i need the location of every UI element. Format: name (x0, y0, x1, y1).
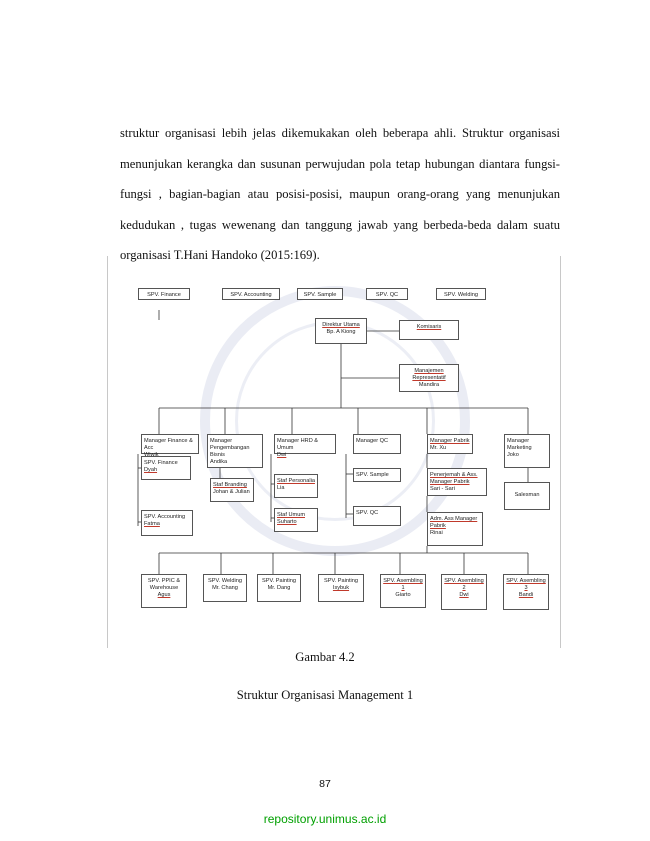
manager-box: Manager Finance & Acc Wiwik (141, 434, 199, 458)
sub-unit-title: SPV. Accounting (144, 514, 186, 520)
komisaris-label: Komisaris (416, 324, 442, 330)
sub-unit-box: SPV. Sample (353, 468, 401, 482)
manager-title: Manager Finance & Acc (144, 438, 193, 451)
management-rep-title: Manajemen Representatif (412, 368, 446, 381)
sub-unit-name: Fatma (144, 521, 160, 527)
sub-unit-name: Johan & Julian (213, 489, 250, 495)
body-paragraph: struktur organisasi lebih jelas dikemuka… (120, 118, 560, 271)
spv-name: Giarto (395, 592, 411, 598)
sub-unit-title: Adm. Ass Manager Pabrik (430, 516, 478, 529)
manager-name: Joko (507, 452, 519, 458)
spv-title: SPV. Asembling 2 (444, 578, 484, 591)
paragraph-line: menunjukan kerangka dan susunan perwujud… (120, 156, 560, 171)
sub-unit-name: Dyah (144, 467, 158, 473)
spv-name: Mr. Chang (212, 585, 238, 591)
paragraph-line: organisasi T.Hani Handoko (2015:169). (120, 248, 320, 263)
partial-box: SPV. QC (366, 288, 408, 300)
bottom-spv-box: SPV. Asembling 2 Dwi (441, 574, 487, 610)
partial-box: SPV. Sample (297, 288, 343, 300)
org-chart-figure: SPV. Finance SPV. Accounting SPV. Sample… (107, 256, 561, 648)
sub-unit-box: SPV. Finance Dyah (141, 456, 191, 480)
manager-box: Manager HRD & Umum Dwi (274, 434, 336, 458)
sub-unit-name: Suharto (277, 519, 297, 525)
manager-name: Wiwik (144, 452, 159, 458)
manager-title: Manager HRD & Umum (277, 438, 319, 451)
sub-unit-title: Staf Umum (277, 512, 305, 518)
manager-box: Manager Pabrik Mr. Xu (427, 434, 473, 454)
sub-unit-name: Rinai (430, 530, 443, 536)
sub-unit-box: SPV. Accounting Fatma (141, 510, 193, 536)
figure-title: Struktur Organisasi Management 1 (236, 688, 414, 702)
sub-unit-box: Staf Umum Suharto (274, 508, 318, 532)
manager-name: Mr. Xu (430, 445, 447, 451)
sub-unit-box: Adm. Ass Manager Pabrik Rinai (427, 512, 483, 546)
spv-title: SPV. Asembling 1 (383, 578, 423, 591)
paragraph-line: struktur organisasi lebih jelas dikemuka… (120, 126, 560, 140)
sub-unit-title: Staf Personalia (277, 478, 315, 484)
partial-box: SPV. Finance (138, 288, 190, 300)
director-box: Direktur Utama Bp. A Kiong (315, 318, 367, 344)
spv-title: SPV. PPIC & Warehouse (147, 578, 181, 591)
bottom-spv-box: SPV. Painting Isybuk (318, 574, 364, 602)
paragraph-line: kedudukan , tugas wewenang dan tanggung … (120, 217, 560, 232)
sub-unit-title: Penerjemah & Ass. Manager Pabrik (430, 472, 478, 485)
repository-link[interactable]: repository.unimus.ac.id (263, 812, 387, 826)
page-number: 87 (319, 778, 331, 790)
manager-box: Manager QC (353, 434, 401, 454)
manager-title: Manager Pabrik (430, 438, 470, 444)
director-name: Bp. A Kiong (326, 329, 356, 335)
spv-name: Mr. Dang (267, 585, 291, 591)
manager-title: Manager QC (356, 438, 389, 444)
director-title: Direktur Utama (322, 322, 360, 328)
komisaris-box: Komisaris (399, 320, 459, 340)
manager-title: Manager Pengembangan Bisnis (210, 438, 250, 458)
spv-name: Isybuk (332, 585, 350, 591)
bottom-spv-box: SPV. Welding Mr. Chang (203, 574, 247, 602)
partial-box: SPV. Welding (436, 288, 486, 300)
spv-title: SPV. Painting (261, 578, 296, 584)
manager-box: Manager Pengembangan Bisnis Andika (207, 434, 263, 468)
figure-caption: Gambar 4.2 (295, 650, 355, 664)
sub-unit-title: Staf Branding (213, 482, 247, 488)
spv-title: SPV. Painting (323, 578, 358, 584)
sub-unit-box: Penerjemah & Ass. Manager Pabrik Sari - … (427, 468, 487, 496)
bottom-spv-box: SPV. PPIC & Warehouse Agus (141, 574, 187, 608)
sub-unit-box: Salesman (504, 482, 550, 510)
bottom-spv-box: SPV. Asembling 3 Bandi (503, 574, 549, 610)
manager-box: Manager Marketing Joko (504, 434, 550, 468)
sub-unit-box: Staf Personalia Lia (274, 474, 318, 498)
management-rep-name: Mandira (418, 382, 440, 388)
sub-unit-box: SPV. QC (353, 506, 401, 526)
sub-unit-name: Sari - Sari (430, 486, 455, 492)
bottom-spv-box: SPV. Asembling 1 Giarto (380, 574, 426, 608)
spv-title: SPV. Welding (208, 578, 242, 584)
spv-title: SPV. Asembling 3 (506, 578, 546, 591)
spv-name: Bandi (518, 592, 534, 598)
sub-unit-title: SPV. Finance (144, 460, 178, 466)
sub-unit-box: Staf Branding Johan & Julian (210, 478, 254, 502)
sub-unit-name: Lia (277, 485, 285, 491)
manager-name: Andika (210, 459, 228, 465)
manager-title: Manager Marketing (507, 438, 532, 451)
manager-name: Dwi (277, 452, 287, 458)
spv-name: Dwi (459, 592, 469, 598)
spv-name: Agus (157, 592, 171, 598)
paragraph-line: fungsi , bagian-bagian atau posisi-posis… (120, 187, 560, 202)
bottom-spv-box: SPV. Painting Mr. Dang (257, 574, 301, 602)
partial-box: SPV. Accounting (222, 288, 280, 300)
management-rep-box: Manajemen Representatif Mandira (399, 364, 459, 392)
org-chart-connectors (137, 310, 529, 574)
